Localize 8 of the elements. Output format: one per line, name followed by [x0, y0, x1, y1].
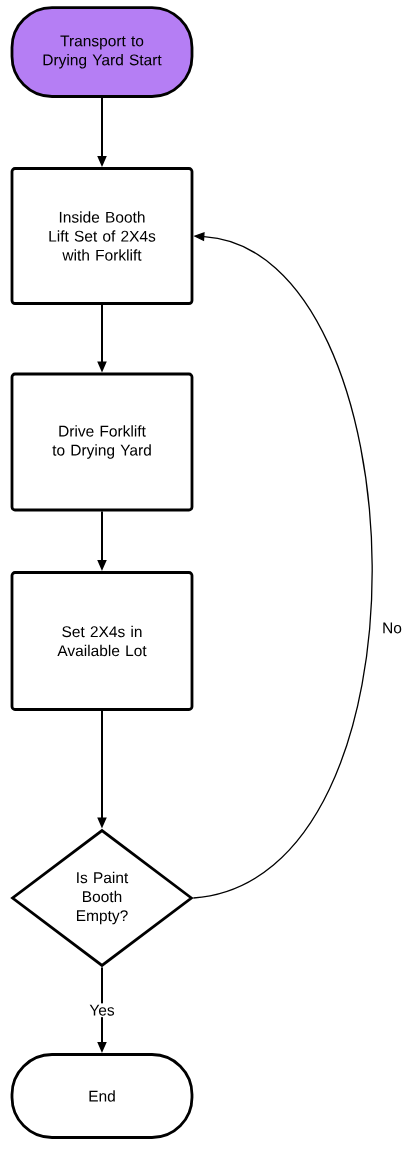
edge-label: Yes	[87, 1003, 117, 1018]
start-terminal: Transport to Drying Yard Start	[10, 6, 194, 98]
arrow	[192, 232, 373, 899]
process-box: Drive Forklift to Drying Yard	[10, 372, 194, 512]
process-box: Set 2X4s in Available Lot	[10, 571, 194, 711]
process-box: Inside Booth Lift Set of 2X4s with Forklift	[10, 167, 194, 305]
edge-label: No	[380, 621, 404, 635]
end-terminal: End	[10, 1053, 194, 1139]
